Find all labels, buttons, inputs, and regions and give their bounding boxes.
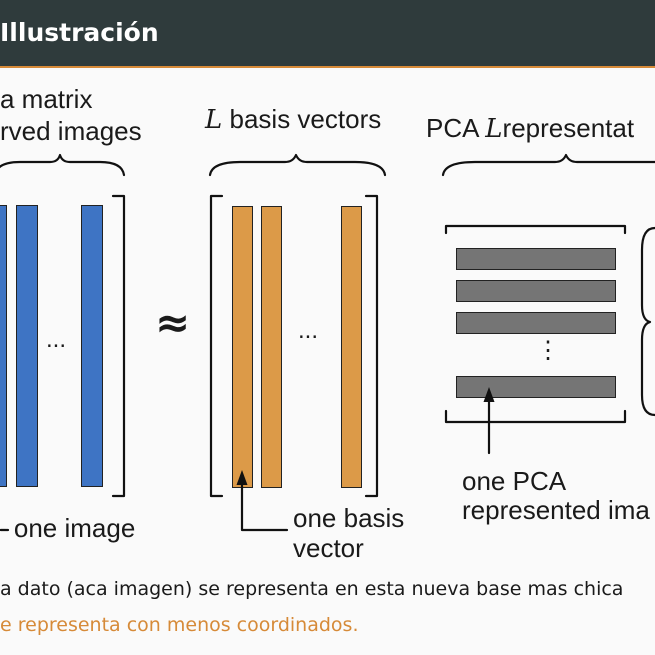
- pca-label: PCA Lrepresentat: [426, 113, 634, 144]
- pca-row: [456, 312, 616, 334]
- pca-brace: [441, 153, 655, 177]
- basis-label: L basis vectors: [205, 104, 381, 135]
- basis-label-text: basis vectors: [229, 104, 382, 134]
- pca-bracket-top: [444, 224, 627, 235]
- basis-pointer-line1: one basis: [293, 503, 405, 533]
- pca-pointer-line1: one PCA: [462, 466, 567, 496]
- approx-symbol: ≈: [155, 298, 191, 347]
- footer-line1: a dato (aca imagen) se representa en est…: [0, 578, 624, 600]
- basis-pointer-line: [240, 476, 289, 532]
- pca-arrowhead: [483, 387, 495, 402]
- right-edge-brace: [640, 226, 655, 417]
- pca-row: [456, 280, 616, 302]
- basis-ellipsis: ...: [298, 317, 319, 344]
- image-column: [0, 205, 7, 487]
- image-column: [81, 205, 103, 487]
- basis-arrowhead: [236, 470, 248, 485]
- pca-row: [456, 376, 616, 398]
- slide-header: Illustración: [0, 0, 655, 68]
- slide-title: Illustración: [0, 18, 159, 47]
- basis-brace: [208, 153, 387, 177]
- basis-bracket-right: [364, 194, 379, 498]
- data-matrix-brace: [0, 153, 126, 177]
- basis-pointer-line2: vector: [293, 533, 364, 563]
- data-matrix-pointer-label: - one image: [0, 513, 136, 543]
- footer-line2: e representa con menos coordinados.: [0, 614, 359, 636]
- image-column: [16, 205, 38, 487]
- pca-bracket-bottom: [444, 409, 627, 424]
- basis-vector: [261, 206, 282, 488]
- data-matrix-label-line2: rved images: [0, 116, 142, 146]
- data-matrix-label-line1: a matrix: [0, 84, 93, 114]
- basis-vector: [341, 206, 362, 488]
- pca-row: [456, 248, 616, 270]
- pca-pointer-line2: represented ima: [462, 495, 650, 525]
- pca-vdots: ⋮: [536, 337, 560, 364]
- basis-label-var: L: [205, 105, 223, 135]
- basis-bracket-left: [209, 194, 224, 498]
- data-matrix-bracket-right: [111, 194, 126, 498]
- pca-label-prefix: PCA: [426, 113, 479, 143]
- pca-label-text: representat: [502, 113, 635, 143]
- data-matrix-ellipsis: ...: [46, 326, 67, 353]
- pca-label-var: L: [485, 114, 503, 144]
